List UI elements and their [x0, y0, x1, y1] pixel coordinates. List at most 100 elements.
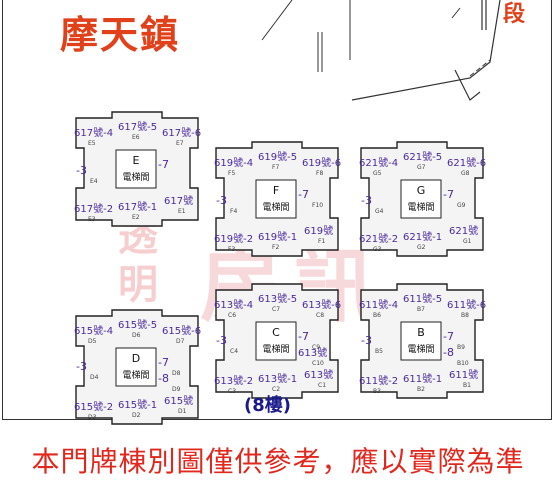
- unit-label: 613號-6C8: [302, 298, 341, 319]
- core-label: 電梯間: [262, 201, 289, 213]
- building-name: G: [417, 184, 426, 197]
- unit-address: -3: [216, 194, 227, 207]
- unit-address: 617號-4: [74, 126, 113, 139]
- unit-address: 619號-4: [214, 156, 253, 169]
- unit-address: 613號-4: [214, 298, 253, 311]
- core-box: [400, 179, 442, 219]
- unit-label: -7: [158, 158, 169, 171]
- unit-address: 621號-1: [403, 230, 442, 243]
- unit-code: E6: [132, 134, 140, 141]
- unit-address: -3: [361, 334, 372, 347]
- unit-code: D5: [88, 338, 97, 345]
- unit-label: 611號-2B3: [359, 374, 398, 395]
- unit-label: -7D8: [158, 356, 181, 377]
- unit-address: 613號-6: [302, 298, 341, 311]
- unit-label: -7C9: [298, 330, 320, 351]
- unit-label: 611號-5B7: [403, 292, 442, 313]
- unit-label: -3F4: [216, 194, 237, 215]
- unit-address: 617號-5: [118, 120, 157, 133]
- unit-code: D9: [172, 386, 181, 393]
- unit-address: -8: [443, 346, 454, 359]
- unit-code: E3: [88, 216, 96, 223]
- unit-address: 615號: [164, 394, 193, 407]
- unit-label: 619號-4F5: [214, 156, 253, 177]
- core-box: [115, 149, 157, 189]
- unit-label: 613號-1C2: [258, 372, 297, 393]
- unit-label: -3B5: [361, 334, 383, 355]
- unit-code: C3: [228, 388, 236, 395]
- unit-label: 613號-5C7: [258, 292, 297, 313]
- unit-label: -7G9: [443, 188, 466, 209]
- unit-address: 613號-2: [214, 374, 253, 387]
- unit-code: G3: [373, 246, 382, 253]
- unit-code: B1: [463, 382, 471, 389]
- floor-label: (8樓): [244, 395, 291, 416]
- unit-address: 621號-2: [359, 232, 398, 245]
- unit-address: 621號-6: [447, 156, 486, 169]
- unit-label: 619號-1F2: [258, 230, 297, 251]
- unit-label: 613號-2C3: [214, 374, 253, 395]
- disclaimer-note: 本門牌棟別圖僅供參考，應以實際為準: [31, 445, 525, 478]
- unit-label: 617號-5E6: [118, 120, 157, 141]
- unit-label: -3C4: [216, 334, 238, 355]
- page-title: 摩天鎮: [60, 12, 181, 57]
- unit-address: 615號-5: [118, 318, 157, 331]
- unit-address: 613號: [298, 346, 327, 359]
- unit-code: C9: [312, 344, 320, 351]
- building-name: E: [133, 154, 140, 167]
- unit-label: 615號-2D3: [74, 400, 113, 421]
- unit-label: 621號-6G8: [447, 156, 486, 177]
- unit-address: -7: [158, 158, 169, 171]
- unit-address: 621號-4: [359, 156, 398, 169]
- unit-code: D8: [172, 370, 181, 377]
- building-name: B: [417, 326, 425, 339]
- unit-address: 617號-1: [118, 200, 157, 213]
- unit-code: B9: [457, 344, 465, 351]
- unit-label: -3D4: [76, 360, 99, 381]
- unit-address: 621號: [449, 224, 478, 237]
- building-name: C: [272, 326, 280, 339]
- unit-label: 621號-2G3: [359, 232, 398, 253]
- unit-code: F7: [272, 164, 279, 171]
- unit-label: 617號-2E3: [74, 202, 113, 223]
- unit-address: 613號-5: [258, 292, 297, 305]
- unit-code: G1: [463, 238, 472, 245]
- core-label: 電梯間: [262, 343, 289, 355]
- corner-label: 段: [503, 1, 526, 27]
- unit-address: 619號-6: [302, 156, 341, 169]
- unit-code: G4: [375, 208, 384, 215]
- unit-label: 621號-4G5: [359, 156, 398, 177]
- unit-address: 613號: [304, 368, 333, 381]
- unit-code: G5: [373, 170, 382, 177]
- unit-address: 619號-5: [258, 150, 297, 163]
- unit-code: D6: [132, 332, 141, 339]
- unit-code: C4: [230, 348, 238, 355]
- unit-code: C6: [228, 312, 236, 319]
- unit-label: -3G4: [361, 194, 384, 215]
- unit-label: 619號-5F7: [258, 150, 297, 171]
- unit-code: F10: [312, 202, 323, 209]
- unit-label: 619號-2F3: [214, 232, 253, 253]
- unit-address: 611號: [449, 368, 478, 381]
- unit-label: 621號-1G2: [403, 230, 442, 251]
- unit-label: 617號-4E5: [74, 126, 113, 147]
- unit-code: B8: [461, 312, 469, 319]
- unit-label: -3E4: [76, 164, 98, 185]
- unit-code: D7: [176, 338, 185, 345]
- unit-address: 611號-1: [403, 372, 442, 385]
- unit-code: G9: [457, 202, 466, 209]
- building-name: F: [273, 184, 279, 197]
- core-label: 電梯間: [122, 369, 149, 381]
- unit-address: 611號-6: [447, 298, 486, 311]
- unit-label: 621號-5G7: [403, 150, 442, 171]
- unit-label: 611號-1B2: [403, 372, 442, 393]
